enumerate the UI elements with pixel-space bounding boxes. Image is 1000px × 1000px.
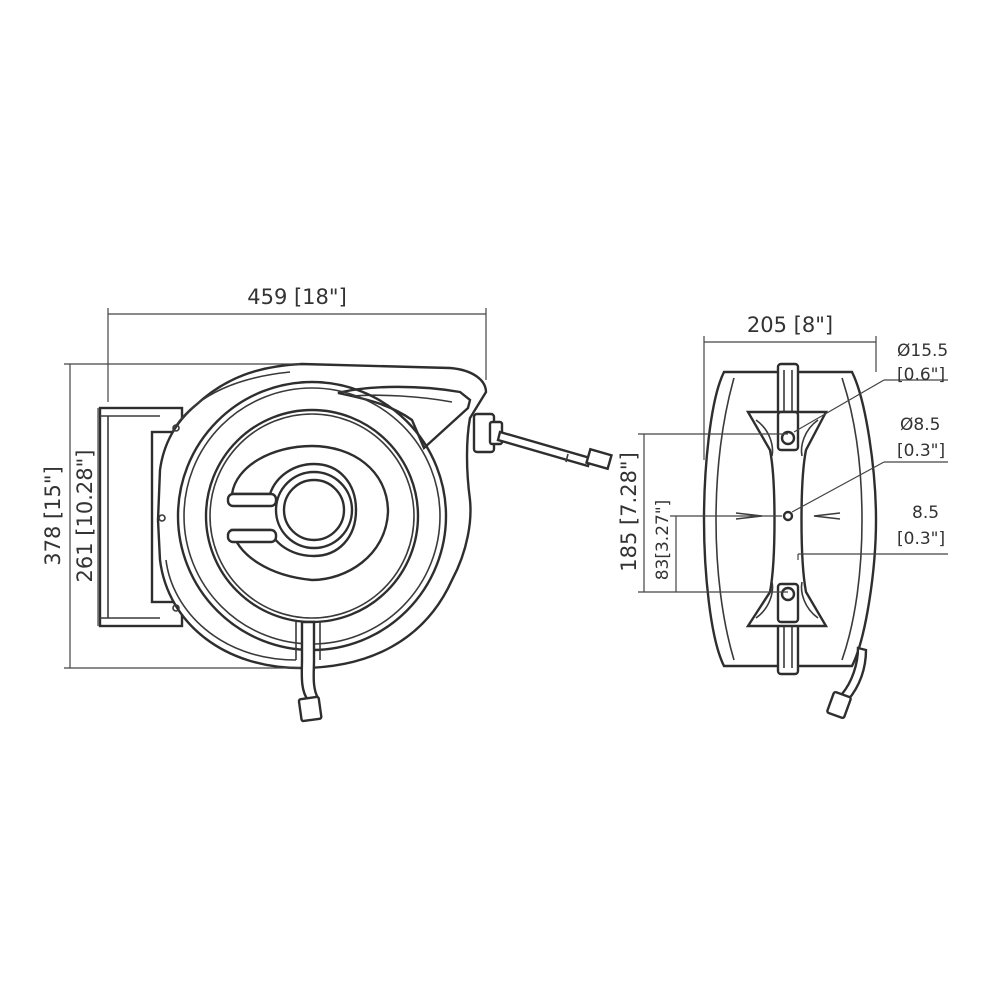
height-overall-label: 378 [15"] (41, 466, 65, 566)
hub-outer-circle (274, 470, 354, 550)
slot-offset-label: 83[3.27"] (653, 500, 673, 581)
outlet-hose (472, 412, 613, 471)
hole-small-dia-label: Ø8.5 (900, 415, 940, 435)
hub-inner-circle (282, 478, 346, 542)
hole-small-dia-inch-label: [0.3"] (897, 441, 945, 461)
front-hose (826, 646, 868, 720)
bottom-mount-hole (780, 586, 796, 602)
hole-large-dia-inch-label: [0.6"] (897, 365, 945, 385)
hole-large-dia-label: Ø15.5 (897, 341, 948, 361)
side-view: 459 [18"] 378 [15"] 261 [10.28"] (41, 285, 613, 723)
mount-spacing-label: 185 [7.28"] (617, 452, 641, 572)
width-dimension-label: 459 [18"] (247, 285, 347, 309)
center-hole (782, 510, 794, 522)
hose-guide (337, 385, 472, 451)
reel-housing (156, 362, 488, 670)
top-mount-hole (780, 430, 796, 446)
front-view: 205 [8"] 185 [7.28"] 83[3.27"] Ø15.5 [0.… (617, 313, 948, 720)
hub-plate (230, 444, 390, 582)
slot-width-inch-label: [0.3"] (897, 529, 945, 549)
bottom-hose (295, 620, 323, 723)
slot-width-label: 8.5 (912, 503, 939, 523)
height-bracket-label: 261 [10.28"] (73, 450, 97, 583)
depth-dimension-label: 205 [8"] (747, 313, 833, 337)
